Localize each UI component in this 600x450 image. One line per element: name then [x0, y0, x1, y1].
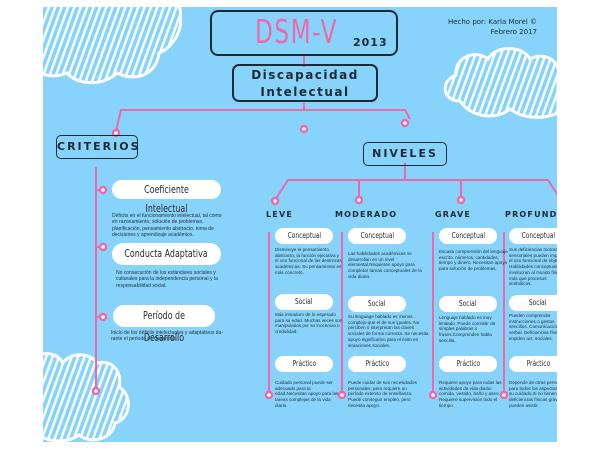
- subtitle-line-2: Intelectual: [260, 85, 350, 99]
- leve-social-pill: Social: [275, 294, 333, 310]
- pill-label: Social: [459, 299, 477, 308]
- title-box: DSM-V 2013: [210, 10, 398, 56]
- criterio-text: Déficits en el funcionamiento intelectua…: [112, 213, 222, 239]
- pill-label: Conceptual: [451, 231, 485, 240]
- grave-social-pill: Social: [439, 296, 497, 312]
- criterio-title: Coeficiente Intelectual: [144, 183, 189, 215]
- level-label-grave: GRAVE: [435, 210, 472, 219]
- pill-label: Práctico: [526, 359, 550, 368]
- criterio-pill-periodo: Período de Desarrollo: [113, 305, 215, 344]
- moderado-conceptual-pill: Conceptual: [348, 228, 406, 244]
- criterios-header: CRITERIOS: [56, 135, 139, 159]
- subtitle-box: Discapacidad Intelectual: [232, 64, 378, 102]
- cloud-icon: [43, 352, 130, 442]
- pill-label: Conceptual: [521, 231, 555, 240]
- criterio-pill-conducta: Conducta Adaptativa: [112, 243, 221, 265]
- profundo-social-pill: Social: [509, 295, 557, 311]
- moderado-conceptual-text: Las habilidades académicas se desarrolla…: [348, 251, 422, 279]
- criterio-title: Período de Desarrollo: [143, 309, 185, 344]
- connector-node-icon: [91, 118, 557, 400]
- profundo-conceptual-pill: Conceptual: [509, 228, 557, 244]
- moderado-social-pill: Social: [348, 296, 406, 312]
- grave-practico-text: Requiere apoyo para todas las actividade…: [439, 380, 502, 408]
- pill-label: Social: [368, 299, 386, 308]
- pill-label: Social: [529, 298, 547, 307]
- level-label-leve: LEVE: [266, 210, 294, 219]
- level-label-profundo: PROFUNDO: [505, 210, 557, 219]
- profundo-conceptual-text: Sus deficiencias motoras o sensoriales p…: [509, 247, 557, 287]
- niveles-header: NIVELES: [363, 142, 447, 166]
- moderado-social-text: Su lenguage hablado es menos complejo qu…: [348, 314, 429, 348]
- grave-social-text: Lenguaje hablado es muy limitado. Puede …: [439, 315, 496, 343]
- pill-label: Social: [295, 297, 313, 306]
- leve-conceptual-pill: Conceptual: [275, 228, 333, 244]
- grave-practico-pill: Práctico: [439, 356, 497, 372]
- connector-lines: [91, 54, 557, 400]
- leve-social-text: Más inmaduro de lo esperado para su edad…: [275, 312, 343, 335]
- cloud-icon: [443, 47, 557, 119]
- credit-line-2: Febrero 2017: [490, 28, 537, 36]
- page-title: DSM-V: [255, 12, 339, 51]
- subtitle-line-1: Discapacidad: [251, 68, 359, 82]
- pill-label: Conceptual: [360, 231, 394, 240]
- leve-conceptual-text: Disminuye el pensamiento abstracto, la f…: [275, 247, 342, 275]
- profundo-practico-text: Depende de otras personas para todos los…: [509, 380, 557, 408]
- profundo-practico-pill: Práctico: [509, 356, 557, 372]
- title-year: 2013: [353, 36, 388, 49]
- profundo-social-text: Pueden comprender instrucciones o gestos…: [509, 313, 557, 341]
- pill-label: Práctico: [292, 359, 316, 368]
- criterio-title: Conducta Adaptativa: [124, 247, 209, 260]
- moderado-practico-text: Puede cuidar de sus necesidades personal…: [348, 380, 417, 408]
- cloud-icon: [43, 7, 182, 85]
- credit-line-1: Hecho por: Karla Morel ©: [447, 18, 537, 26]
- pill-label: Práctico: [456, 359, 480, 368]
- criterio-text: Inicio de los déficits intelectuales y a…: [111, 330, 224, 343]
- grave-conceptual-text: Escasa comprensión del lenguaje escrito,…: [439, 249, 508, 272]
- pill-label: Práctico: [365, 359, 389, 368]
- criterio-text: No consecución de los estándares sociale…: [116, 270, 218, 289]
- author-credit: Hecho por: Karla Morel © Febrero 2017: [397, 17, 537, 37]
- criterio-pill-coeficiente: Coeficiente Intelectual: [112, 180, 221, 215]
- grave-conceptual-pill: Conceptual: [439, 228, 497, 244]
- leve-practico-text: Cuidado personal puede ser adecuado para…: [275, 380, 339, 408]
- leve-practico-pill: Práctico: [275, 356, 333, 372]
- pill-label: Conceptual: [287, 231, 321, 240]
- infographic-poster: DSM-V 2013 Discapacidad Intelectual Hech…: [43, 7, 557, 442]
- moderado-practico-pill: Práctico: [348, 356, 406, 372]
- level-label-moderado: MODERADO: [335, 210, 398, 219]
